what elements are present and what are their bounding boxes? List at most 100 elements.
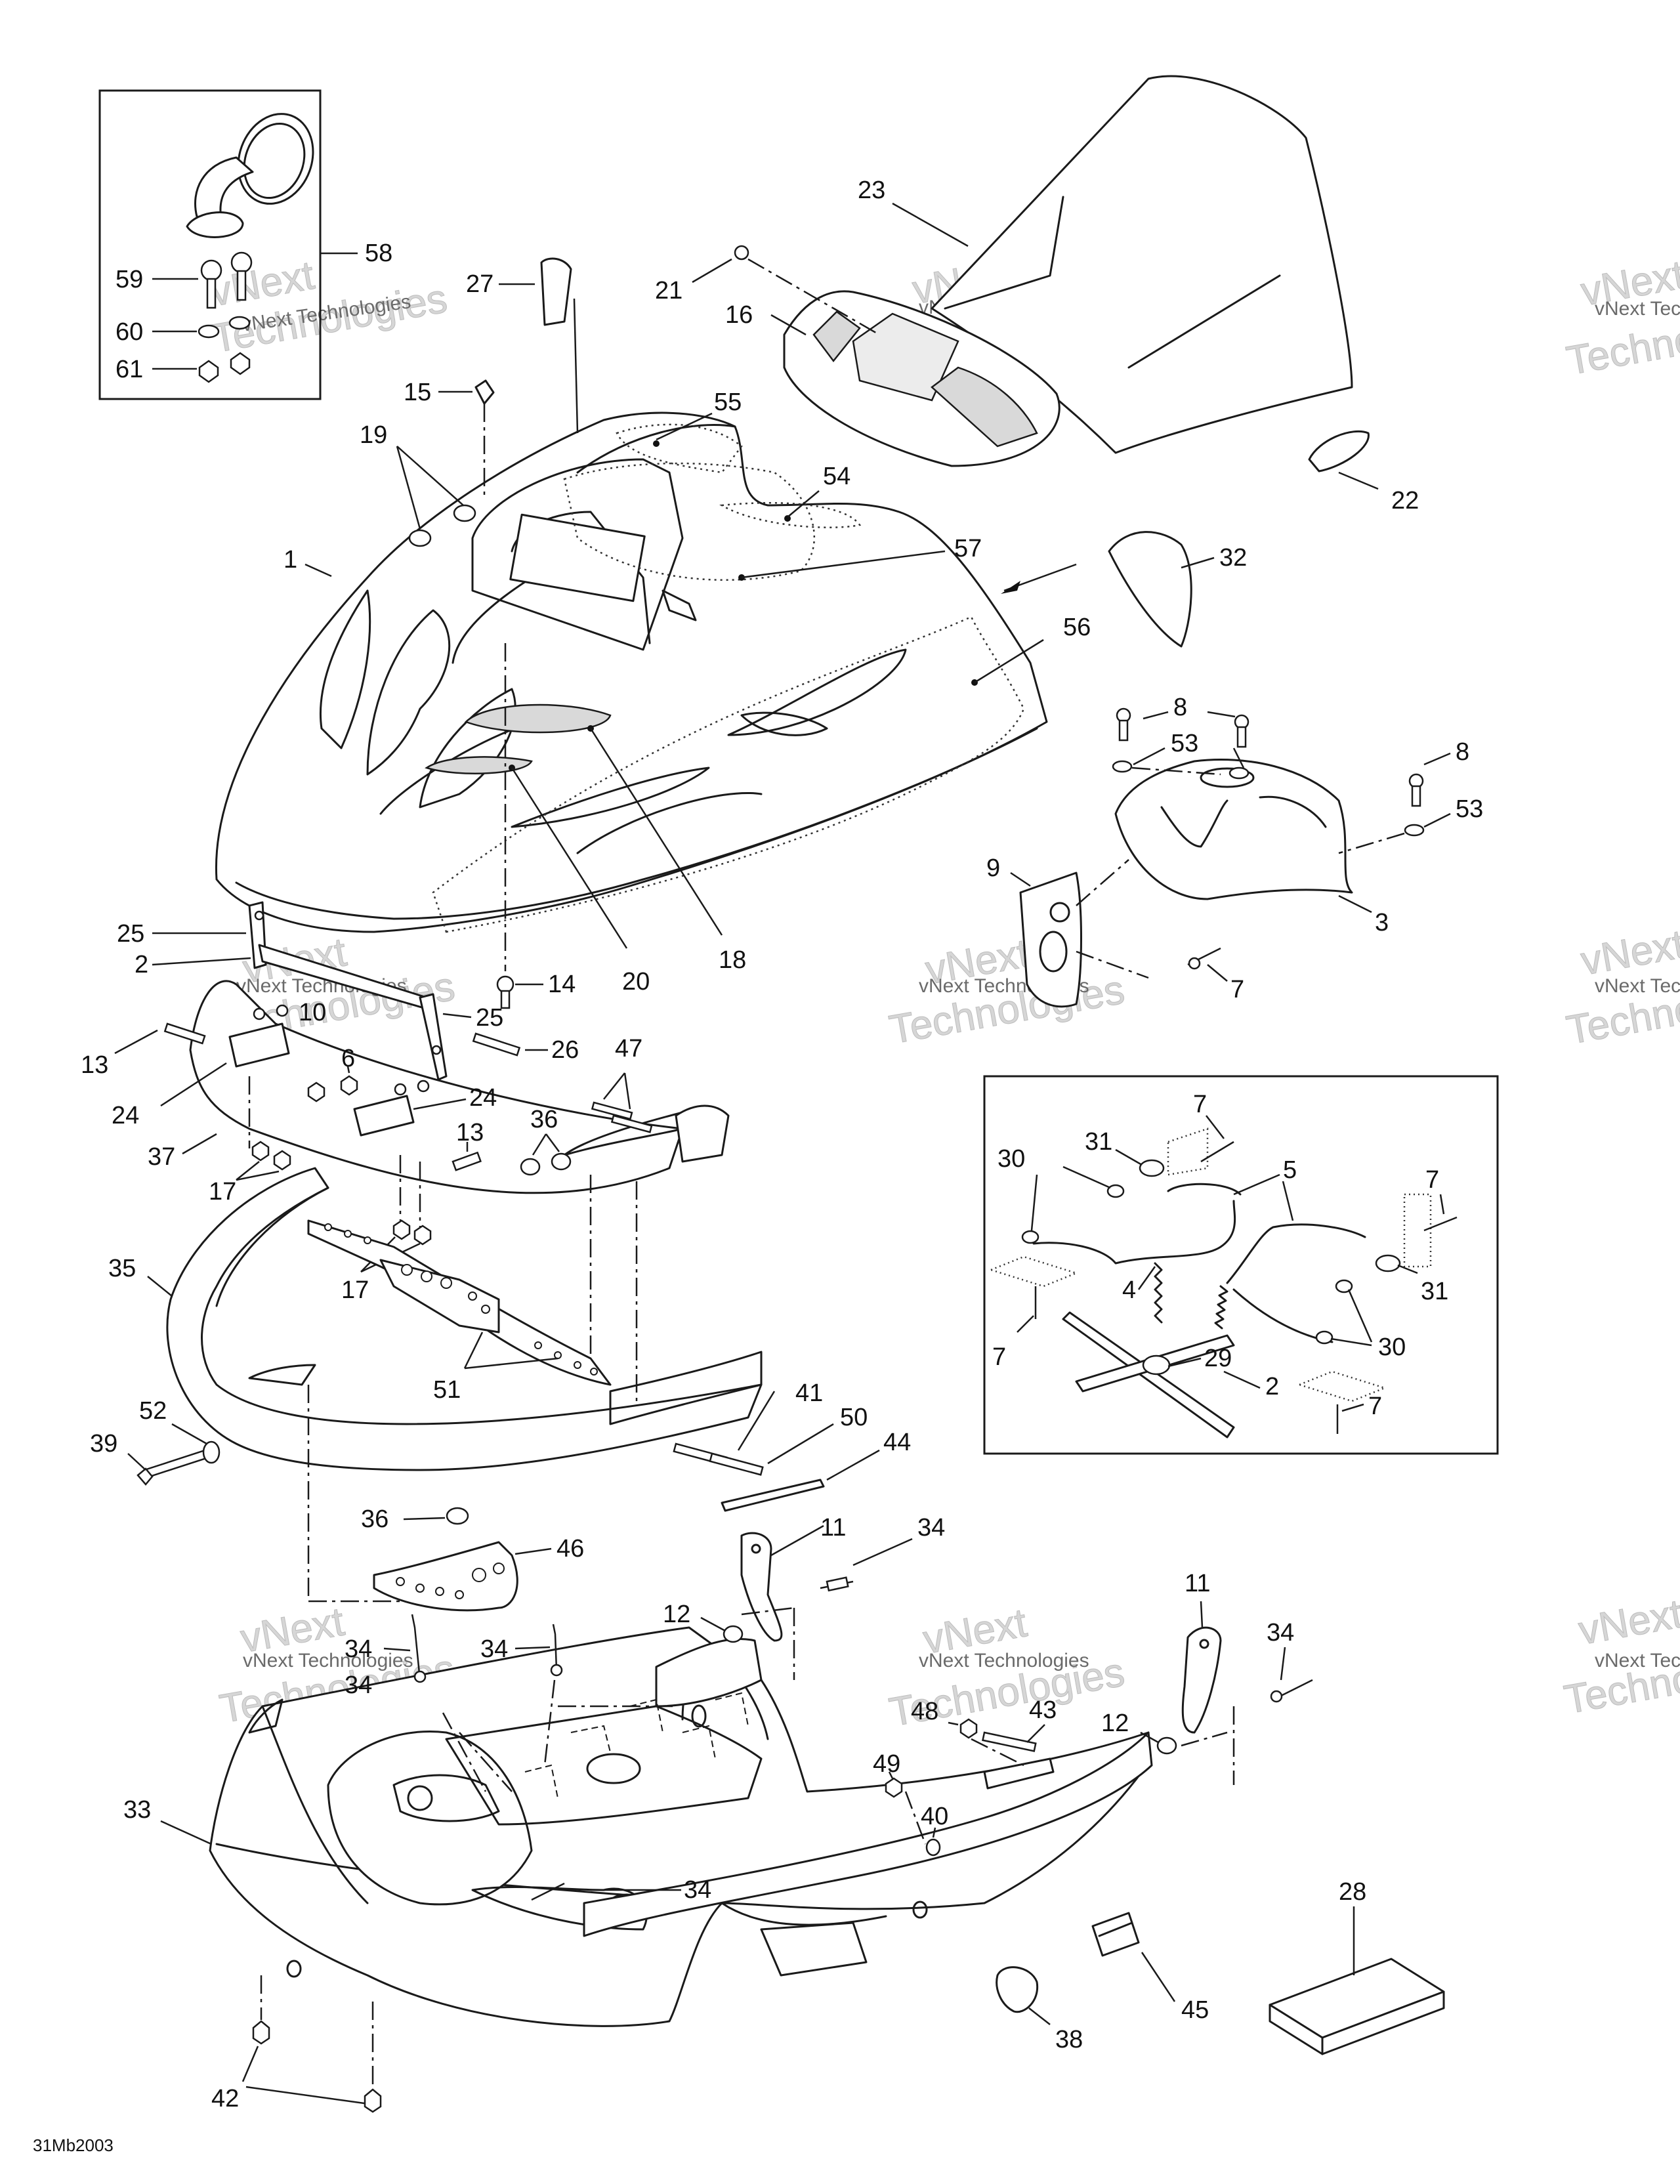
callout-12: 12 [1101,1710,1129,1737]
callout-11: 11 [820,1514,846,1542]
windshield: 23 [858,75,1353,454]
callout-2: 2 [1265,1373,1279,1400]
callout-4: 4 [1122,1276,1136,1304]
callout-34: 34 [684,1876,711,1904]
callout-18: 18 [719,946,746,974]
callout-36: 36 [361,1505,388,1533]
callout-44: 44 [883,1429,911,1456]
callout-7: 7 [1425,1166,1439,1194]
callout-49: 49 [873,1750,900,1778]
callout-47: 47 [615,1035,642,1062]
callout-34: 34 [345,1635,372,1663]
callout-57: 57 [954,535,982,562]
callout-48: 48 [911,1698,938,1725]
callout-19: 19 [360,421,387,449]
mirror-inset-frame [98,89,322,400]
callout-7: 7 [1193,1091,1207,1118]
callout-11: 11 [1185,1570,1210,1597]
handle-22: 22 [1308,430,1419,514]
callout-50: 50 [840,1404,868,1431]
watermark-text: vNext Technologies [1595,975,1680,997]
callout-31: 31 [1085,1128,1112,1156]
callout-6: 6 [341,1045,355,1072]
callout-60: 60 [116,318,143,346]
callout-23: 23 [858,177,885,204]
cable-inset: 2 29 4 5 31 31 30 30 [983,1075,1499,1455]
callout-34: 34 [345,1671,372,1699]
callout-25: 25 [476,1004,503,1032]
watermark-text: vNext Technologies [1595,298,1680,320]
callout-7: 7 [1230,976,1244,1003]
watermark-text: vNext Technologies [243,1650,413,1671]
cable-inset-frame [983,1075,1499,1455]
callout-24: 24 [469,1084,497,1112]
callout-35: 35 [108,1255,136,1282]
callout-56: 56 [1063,614,1091,641]
callout-1: 1 [284,546,297,574]
callout-15: 15 [404,379,431,406]
callout-37: 37 [148,1143,175,1171]
callout-34: 34 [1267,1619,1294,1647]
deflector-32: 32 [1108,531,1247,648]
callout-55: 55 [714,388,742,416]
callout-58: 58 [365,240,392,267]
callout-20: 20 [622,968,650,996]
hood: 1 19 55 54 57 56 18 20 [215,388,1091,996]
callout-7: 7 [1368,1393,1382,1420]
callout-61: 61 [116,356,143,383]
screws-8 [1116,707,1424,807]
callout-45: 45 [1181,1996,1209,2024]
callout-40: 40 [921,1803,948,1830]
callout-32: 32 [1219,544,1247,572]
callout-46: 46 [556,1535,584,1563]
hood-support: 25 2 25 26 10 24 24 6 13 13 [81,901,730,1304]
callout-33: 33 [123,1796,151,1824]
mirror-nuts [198,352,251,383]
callout-34: 34 [480,1635,508,1663]
callout-41: 41 [795,1379,823,1407]
callout-53: 53 [1456,795,1483,823]
front-bumper: 51 35 39 52 41 50 44 [90,1167,911,1603]
callout-12: 12 [663,1601,690,1628]
belly-pan: 33 42 38 45 34 34 34 34 [123,1614,1209,2113]
callout-39: 39 [90,1430,117,1458]
callout-14: 14 [548,971,576,998]
callout-2: 2 [135,951,148,978]
callout-52: 52 [139,1397,167,1425]
console: 16 21 [655,245,1060,467]
diagram-code: 31Mb2003 [33,2135,114,2155]
bracket-46: 36 46 [361,1505,584,1612]
watermark-big: vNext [1575,1591,1680,1653]
callout-21: 21 [655,277,682,304]
callout-30: 30 [998,1145,1025,1173]
callout-16: 16 [725,301,753,329]
callout-9: 9 [986,854,1000,882]
callout-51: 51 [433,1376,461,1404]
callout-10: 10 [299,999,326,1026]
watermark-text: vNext Technologies [919,1650,1089,1671]
callout-17: 17 [341,1276,369,1304]
watermark-text: vNext Technologies [1595,1650,1680,1671]
callout-8: 8 [1456,738,1469,766]
callout-17: 17 [209,1178,236,1206]
bumper-brackets: 11 12 34 11 12 34 48 43 49 40 [663,1514,1313,1857]
mirror-screws [200,251,253,309]
callout-26: 26 [551,1036,579,1064]
callout-13: 13 [456,1119,484,1146]
callout-27: 27 [466,270,494,298]
callout-53: 53 [1171,730,1198,757]
callout-59: 59 [116,266,143,293]
callout-43: 43 [1029,1696,1057,1724]
callout-24: 24 [112,1102,139,1129]
kit-28: 28 [1269,1878,1445,2055]
callout-42: 42 [211,2085,239,2112]
side-panel: 8 53 8 53 3 9 7 [986,694,1483,1008]
callout-7: 7 [992,1343,1006,1371]
callout-54: 54 [823,463,850,490]
mirror-part [186,113,314,238]
mirror-washers [198,316,251,339]
callout-29: 29 [1204,1345,1232,1372]
rivets-34 [411,1614,563,1683]
callout-5: 5 [1283,1156,1297,1184]
